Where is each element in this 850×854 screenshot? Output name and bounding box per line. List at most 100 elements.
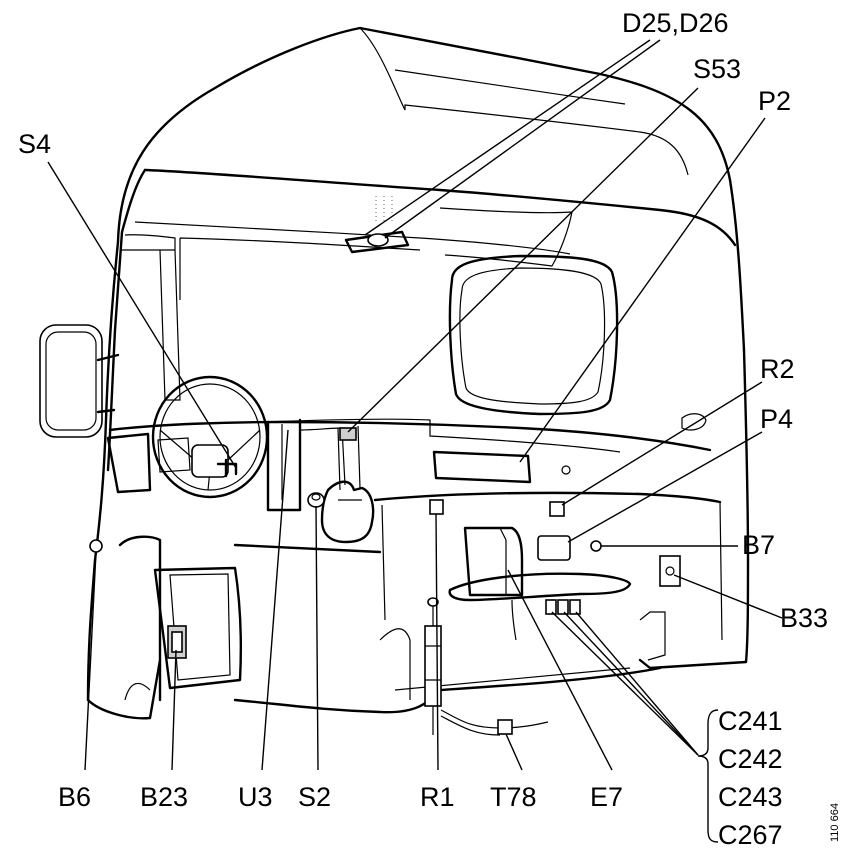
lower-body-panel	[153, 566, 242, 690]
leader-p4	[567, 431, 763, 543]
label-d25-d26: D25,D26	[622, 8, 729, 38]
b7-sensor	[590, 540, 602, 552]
door-frame	[106, 168, 147, 472]
b33-sensor	[665, 566, 675, 576]
cab-roof	[116, 26, 746, 352]
gear-shaft-lines	[425, 600, 441, 735]
gear-lever-area	[320, 480, 375, 544]
label-p4: P4	[760, 404, 793, 434]
cab-right-side	[638, 348, 750, 670]
roof-dots	[375, 196, 393, 222]
heater-pipe	[511, 599, 517, 641]
heater-duct	[448, 572, 632, 602]
t78-wire-2	[440, 715, 501, 736]
floor-bracket	[639, 611, 666, 661]
leader-e7	[507, 569, 613, 771]
leader-r2	[561, 381, 763, 506]
p4-component	[537, 535, 571, 561]
p4-mount	[561, 465, 571, 475]
e7-heater-front	[499, 527, 507, 595]
floor-step	[379, 628, 631, 700]
cab-illustration	[39, 26, 750, 736]
sun-visor	[439, 207, 573, 267]
label-b6: B6	[58, 782, 91, 812]
leader-lines	[47, 39, 783, 771]
leader-d26	[384, 39, 661, 239]
steering-hub	[191, 444, 229, 478]
leader-c241	[551, 611, 699, 756]
leader-s4	[47, 161, 237, 469]
reference-number: 110 664	[829, 803, 841, 842]
leader-s2	[315, 505, 319, 771]
rear-window-inner	[459, 267, 606, 405]
side-mirror	[39, 324, 103, 438]
leader-c242	[563, 611, 699, 756]
s4-switch-glyph	[216, 458, 238, 478]
door-window-edge	[124, 234, 176, 250]
instrument-gauge	[157, 437, 191, 473]
b23-switch-face	[171, 631, 183, 653]
label-r2: R2	[760, 354, 795, 384]
lower-bulkhead	[373, 491, 722, 504]
label-b7: B7	[742, 530, 775, 560]
connector-group-brace	[697, 709, 719, 843]
instrument-panel	[106, 432, 152, 494]
floor-panel-curve	[124, 682, 151, 701]
side-mirror-inner	[45, 331, 97, 431]
gear-shaft	[424, 625, 442, 707]
roof-spoiler-inner	[394, 69, 626, 105]
roof-lamp	[367, 233, 389, 247]
label-s4: S4	[18, 129, 51, 159]
dashboard-top	[108, 420, 712, 452]
floor-line	[233, 543, 662, 714]
label-b33: B33	[780, 603, 828, 633]
console-wall	[337, 425, 362, 501]
b33-sensor-plate	[659, 555, 681, 587]
t78-wire	[440, 709, 549, 729]
gear-shaft-top	[427, 597, 439, 607]
console-panel	[281, 424, 346, 500]
p2-plate	[432, 450, 532, 484]
leader-b6	[84, 551, 97, 771]
connector-c243	[569, 599, 581, 615]
r2-relay	[549, 501, 565, 517]
steering-wheel-inner	[159, 383, 261, 491]
label-b23: B23	[140, 782, 188, 812]
windscreen-top-beam	[134, 221, 571, 255]
label-r1: R1	[420, 782, 455, 812]
b6-plug	[89, 539, 103, 553]
label-s2: S2	[298, 782, 331, 812]
leader-s53	[347, 87, 699, 433]
leader-d25	[364, 39, 651, 236]
connector-c242	[557, 599, 569, 615]
a-pillar	[86, 240, 120, 702]
label-t78: T78	[490, 782, 537, 812]
label-c242: C242	[718, 744, 783, 774]
rear-window-outer	[448, 254, 619, 416]
centre-console	[266, 418, 302, 512]
leader-c243	[575, 611, 699, 756]
leader-u3	[261, 429, 289, 771]
t78-sensor	[497, 719, 513, 735]
e7-heater	[463, 526, 524, 597]
roof-crossbar	[143, 168, 737, 247]
label-c267: C267	[718, 820, 783, 850]
s53-switch	[339, 427, 357, 441]
connector-c241	[545, 599, 557, 615]
leader-p2	[519, 117, 766, 463]
leader-b23	[171, 649, 177, 771]
leader-r1	[435, 513, 439, 771]
leader-b33	[673, 574, 783, 619]
label-c241: C241	[718, 706, 783, 736]
dashboard-edge	[264, 418, 621, 453]
side-grab-handle	[681, 413, 707, 431]
steering-wheel-outer	[151, 375, 269, 499]
leader-t78	[505, 733, 523, 771]
roof-spoiler	[359, 27, 689, 176]
mirror-arm	[96, 353, 120, 414]
label-e7: E7	[590, 782, 623, 812]
lower-cab-body	[86, 535, 162, 720]
door-window	[120, 249, 181, 401]
label-u3: U3	[238, 782, 273, 812]
